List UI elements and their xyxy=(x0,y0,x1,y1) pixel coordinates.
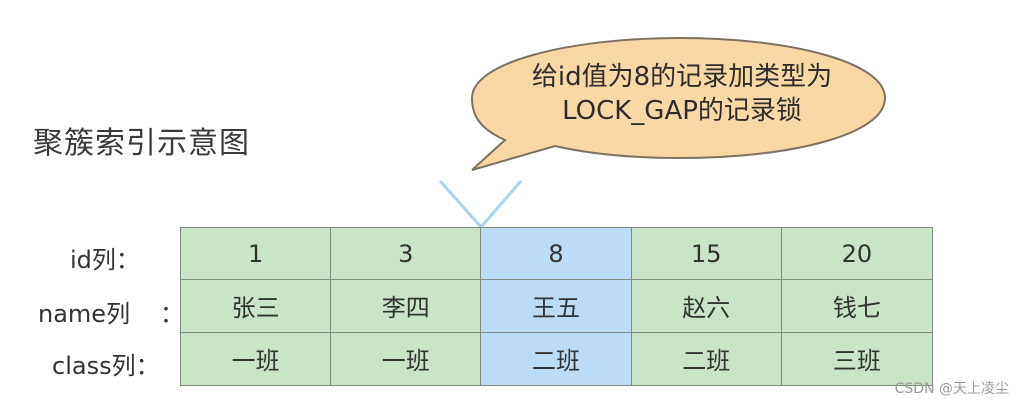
callout-text: 给id值为8的记录加类型为 LOCK_GAP的记录锁 xyxy=(492,60,872,128)
clustered-index-table: 1 3 8 15 20 张三 李四 王五 赵六 钱七 一班 一班 二班 二班 三… xyxy=(180,227,933,386)
callout-line-1: 给id值为8的记录加类型为 xyxy=(531,62,833,92)
cell-id-20: 20 xyxy=(781,228,932,281)
cell-id-8: 8 xyxy=(481,228,632,281)
cell-name-1: 张三 xyxy=(181,280,332,333)
row-label-class: class列： xyxy=(52,352,160,380)
pointer-line-left xyxy=(438,180,483,228)
cell-class-3: 二班 xyxy=(481,332,632,385)
cell-name-3: 王五 xyxy=(481,280,632,333)
cell-class-1: 一班 xyxy=(181,332,332,385)
cell-id-1: 1 xyxy=(181,228,332,281)
row-label-id: id列： xyxy=(70,246,140,274)
watermark: CSDN @天上凌尘 xyxy=(894,381,1009,397)
cell-name-5: 钱七 xyxy=(781,280,932,333)
cell-class-4: 二班 xyxy=(631,332,782,385)
cell-id-3: 3 xyxy=(331,228,482,281)
cell-class-2: 一班 xyxy=(331,332,482,385)
callout-line-2: LOCK_GAP的记录锁 xyxy=(562,96,802,126)
cell-id-15: 15 xyxy=(631,228,782,281)
cell-class-5: 三班 xyxy=(781,332,932,385)
row-label-name: name列 xyxy=(38,300,131,328)
cell-name-2: 李四 xyxy=(331,280,482,333)
page-title: 聚簇索引示意图 xyxy=(33,126,250,161)
callout-shape xyxy=(470,36,887,171)
cell-name-4: 赵六 xyxy=(631,280,782,333)
pointer-line-right xyxy=(479,180,523,228)
